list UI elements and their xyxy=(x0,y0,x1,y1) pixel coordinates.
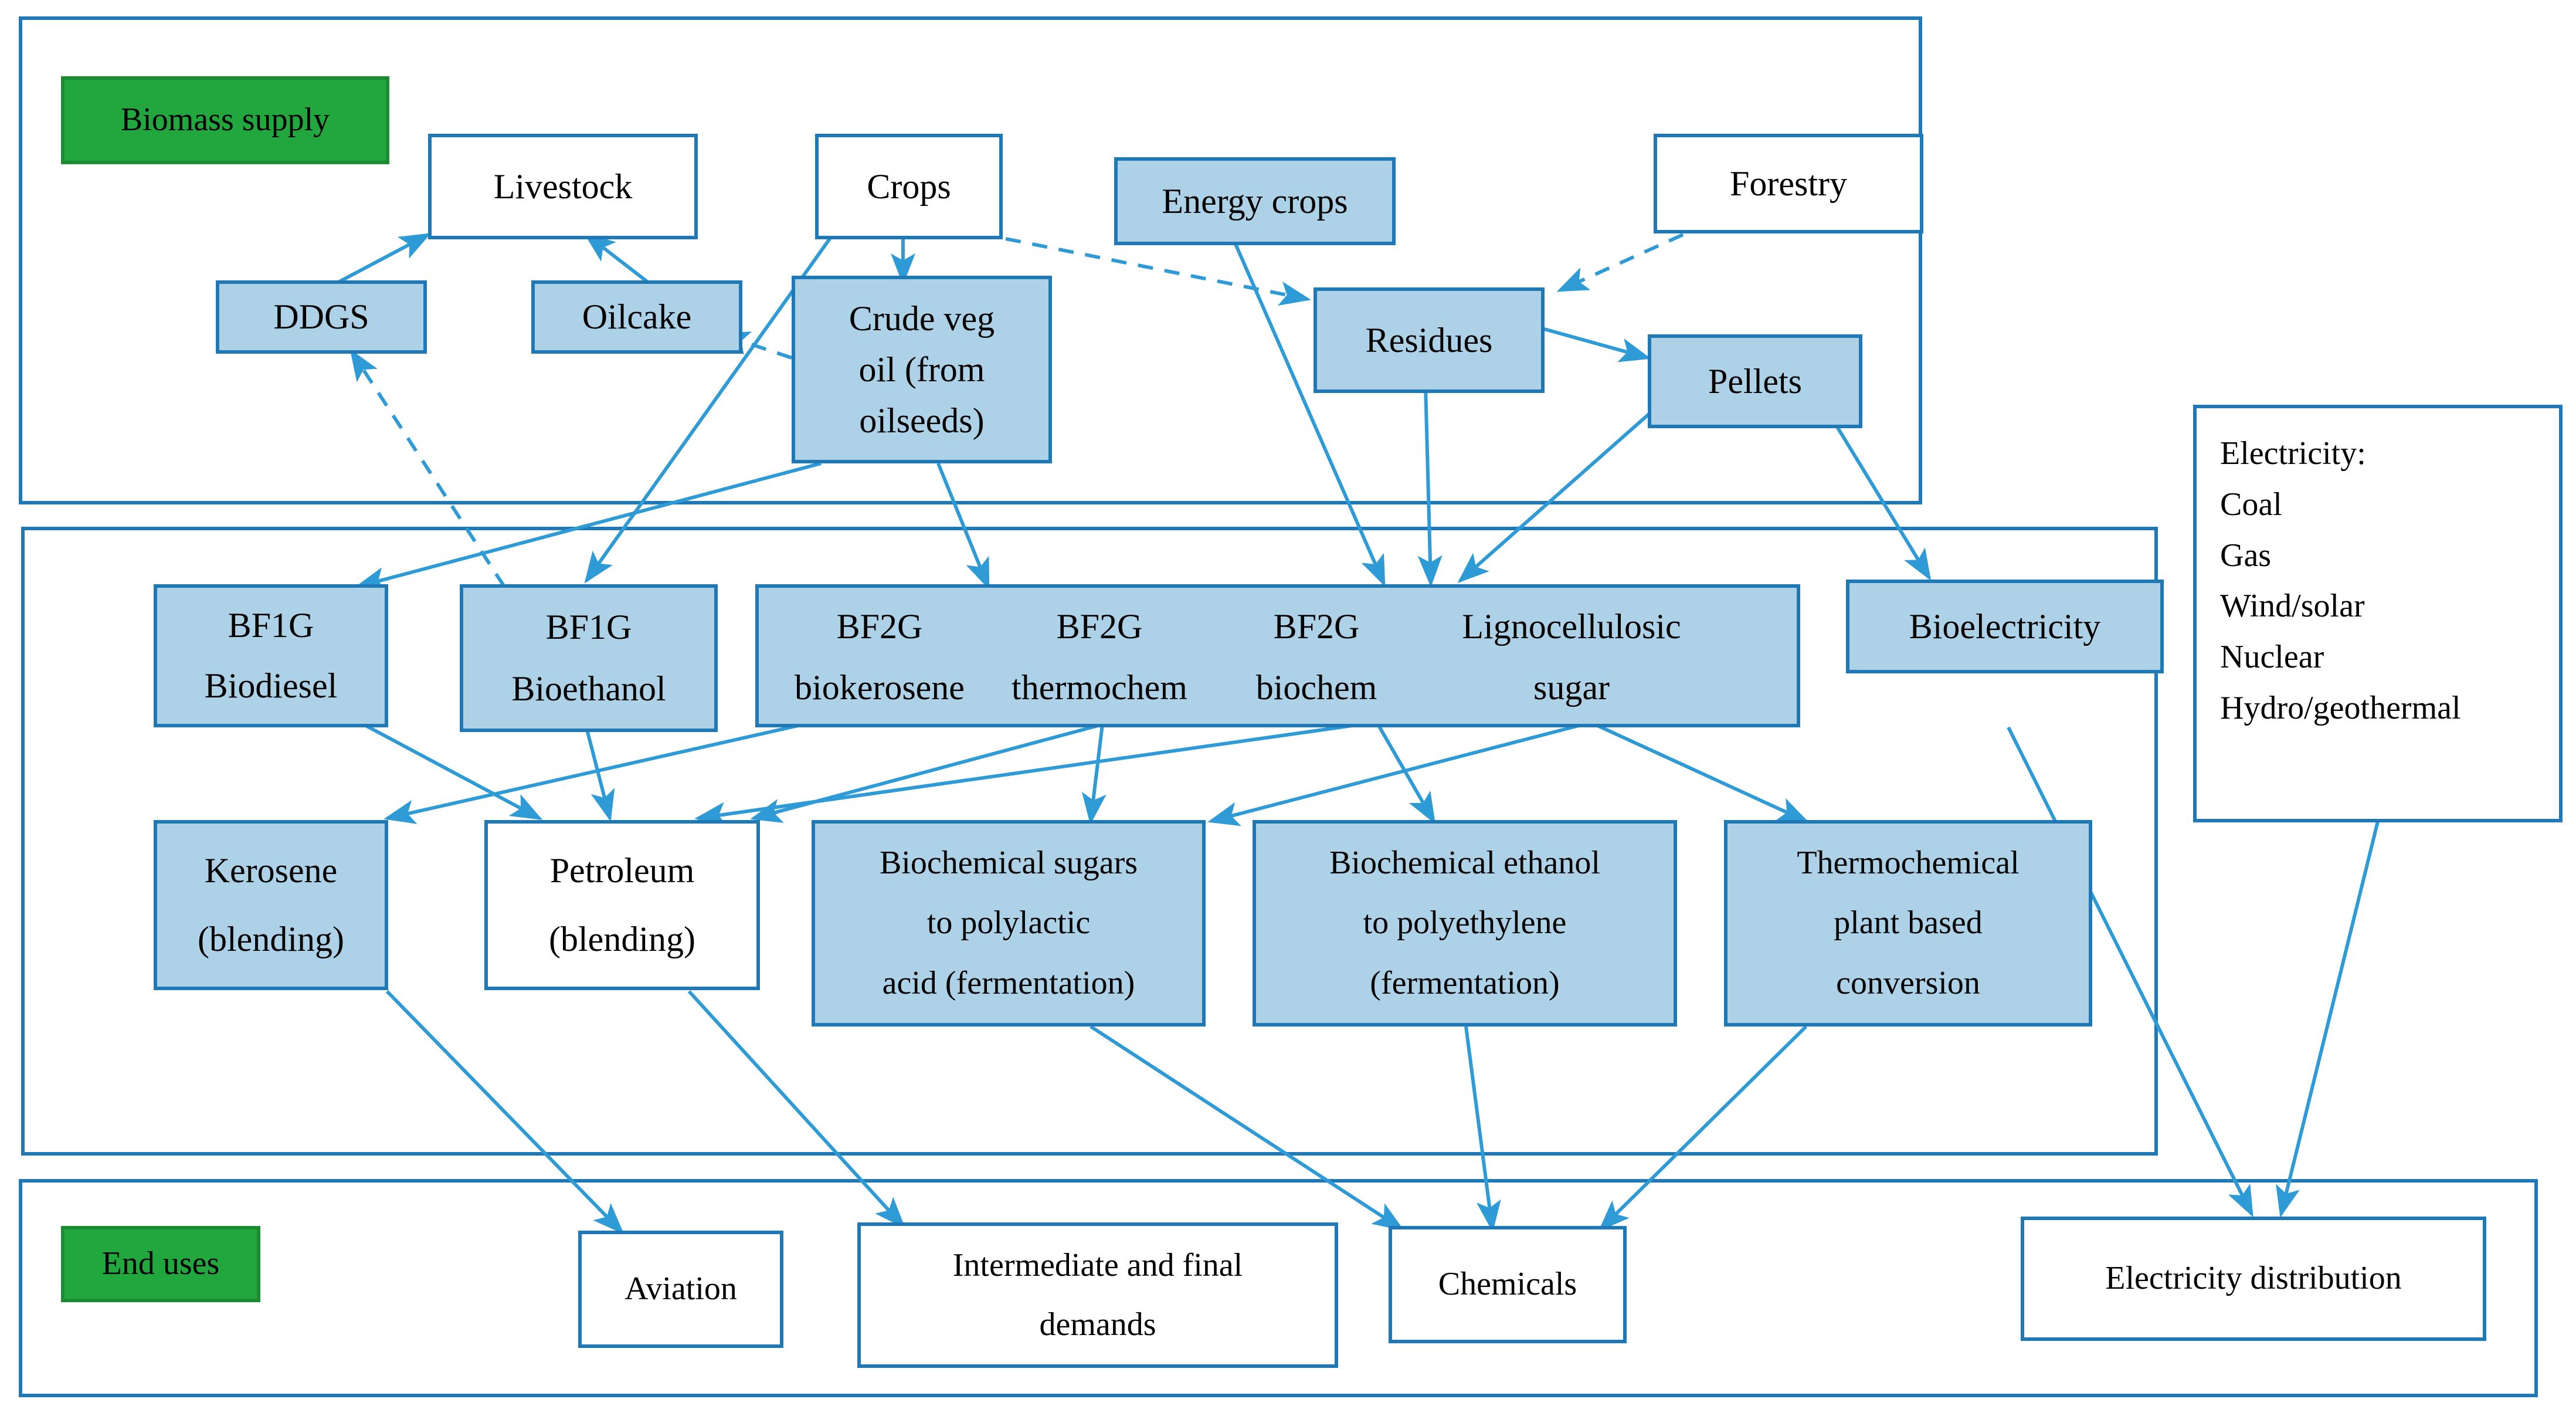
node-forestry[interactable]: Forestry xyxy=(1654,134,1923,233)
node-petroleum-blending-line1: Petroleum xyxy=(549,851,695,890)
electricity-sources-gas: Gas xyxy=(2220,537,2272,574)
node-thermochemical-conversion-line3: conversion xyxy=(1836,964,1980,1001)
node-bioelectricity-label: Bioelectricity xyxy=(1909,607,2101,646)
node-energy-crops[interactable]: Energy crops xyxy=(1114,157,1396,245)
node-electricity-distribution-label: Electricity distribution xyxy=(2105,1260,2402,1297)
node-biochemical-ethanol-pe-line2: to polyethylene xyxy=(1363,905,1567,941)
node-biochemical-sugars-pla-line2: to polylactic xyxy=(926,905,1091,941)
node-crude-veg-oil-line1: Crude veg xyxy=(849,299,995,338)
node-residues[interactable]: Residues xyxy=(1314,287,1545,393)
biomass-supply-legend: Biomass supply xyxy=(61,76,389,164)
node-bf1g-bioethanol[interactable]: BF1G Bioethanol xyxy=(460,584,718,732)
node-bf2g-biochem-line2: biochem xyxy=(1255,668,1377,707)
node-biochemical-ethanol-pe-line1: Biochemical ethanol xyxy=(1329,845,1600,882)
node-bf2g-thermochem[interactable]: BF2G thermochem xyxy=(997,592,1202,721)
node-intermediate-final-demands-line2: demands xyxy=(1039,1306,1156,1343)
node-lignocellulosic-sugar-line2: sugar xyxy=(1533,668,1610,707)
node-crude-veg-oil-line3: oilseeds) xyxy=(859,401,985,440)
node-intermediate-final-demands-line1: Intermediate and final xyxy=(952,1246,1243,1283)
node-bf2g-thermochem-line1: BF2G xyxy=(1056,607,1143,646)
node-biochemical-sugars-pla-line3: acid (fermentation) xyxy=(882,964,1135,1001)
node-biochemical-sugars-pla-line1: Biochemical sugars xyxy=(879,845,1138,882)
node-lignocellulosic-sugar-line1: Lignocellulosic xyxy=(1462,607,1681,646)
electricity-sources-wind-solar: Wind/solar xyxy=(2220,588,2365,625)
node-aviation-label: Aviation xyxy=(625,1271,737,1307)
node-bf2g-biokerosene-line1: BF2G xyxy=(836,607,923,646)
electricity-sources-nuclear: Nuclear xyxy=(2220,639,2324,676)
node-oilcake[interactable]: Oilcake xyxy=(531,280,742,354)
node-bf1g-biodiesel-line1: BF1G xyxy=(228,606,314,645)
node-bf2g-biokerosene[interactable]: BF2G biokerosene xyxy=(780,592,979,721)
biomass-supply-legend-text: Biomass supply xyxy=(120,101,330,138)
node-thermochemical-conversion-line1: Thermochemical xyxy=(1797,845,2020,882)
node-electricity-distribution[interactable]: Electricity distribution xyxy=(2021,1217,2486,1341)
node-bf1g-biodiesel[interactable]: BF1G Biodiesel xyxy=(154,584,388,727)
node-livestock-label: Livestock xyxy=(493,167,633,206)
node-bioelectricity[interactable]: Bioelectricity xyxy=(1846,580,2164,673)
node-thermochemical-conversion-line2: plant based xyxy=(1834,905,1983,941)
node-petroleum-blending[interactable]: Petroleum (blending) xyxy=(484,820,760,990)
node-bf1g-biodiesel-line2: Biodiesel xyxy=(204,666,338,705)
node-bf1g-bioethanol-line1: BF1G xyxy=(545,608,632,646)
node-bf2g-biochem[interactable]: BF2G biochem xyxy=(1228,592,1404,721)
node-forestry-label: Forestry xyxy=(1730,164,1847,203)
node-kerosene-blending-line1: Kerosene xyxy=(204,851,338,890)
node-petroleum-blending-line2: (blending) xyxy=(549,920,695,959)
node-bf2g-block[interactable] xyxy=(755,584,1800,727)
electricity-sources-hydro: Hydro/geothermal xyxy=(2220,689,2461,726)
node-ddgs-label: DDGS xyxy=(273,297,369,336)
node-bf2g-biochem-line1: BF2G xyxy=(1273,607,1360,646)
node-crops-label: Crops xyxy=(867,167,951,206)
node-chemicals-label: Chemicals xyxy=(1438,1266,1577,1303)
electricity-sources-coal: Coal xyxy=(2220,486,2282,523)
node-residues-label: Residues xyxy=(1365,320,1493,360)
node-lignocellulosic-sugar[interactable]: Lignocellulosic sugar xyxy=(1431,592,1712,721)
end-uses-legend: End uses xyxy=(61,1226,260,1302)
end-uses-legend-text: End uses xyxy=(101,1245,220,1282)
node-crude-veg-oil[interactable]: Crude veg oil (from oilseeds) xyxy=(792,276,1052,463)
node-ddgs[interactable]: DDGS xyxy=(216,280,427,354)
electricity-sources-title: Electricity: xyxy=(2220,435,2366,472)
node-thermochemical-conversion[interactable]: Thermochemical plant based conversion xyxy=(1724,820,2092,1027)
node-chemicals[interactable]: Chemicals xyxy=(1389,1226,1627,1343)
node-biochemical-sugars-pla[interactable]: Biochemical sugars to polylactic acid (f… xyxy=(812,820,1206,1027)
node-biochemical-ethanol-pe-line3: (fermentation) xyxy=(1370,964,1560,1001)
node-bf2g-thermochem-line2: thermochem xyxy=(1012,668,1187,707)
node-crops[interactable]: Crops xyxy=(815,134,1003,239)
node-livestock[interactable]: Livestock xyxy=(428,134,698,239)
node-crude-veg-oil-line2: oil (from xyxy=(858,350,985,389)
node-electricity-sources[interactable]: Electricity: Coal Gas Wind/solar Nuclear… xyxy=(2193,405,2563,822)
node-oilcake-label: Oilcake xyxy=(582,297,692,336)
node-bf2g-biokerosene-line2: biokerosene xyxy=(795,668,965,707)
node-biochemical-ethanol-pe[interactable]: Biochemical ethanol to polyethylene (fer… xyxy=(1253,820,1677,1027)
node-energy-crops-label: Energy crops xyxy=(1162,181,1348,221)
node-pellets-label: Pellets xyxy=(1708,361,1802,401)
node-kerosene-blending-line2: (blending) xyxy=(198,920,344,959)
node-aviation[interactable]: Aviation xyxy=(578,1231,783,1348)
node-kerosene-blending[interactable]: Kerosene (blending) xyxy=(154,820,388,990)
node-bf1g-bioethanol-line2: Bioethanol xyxy=(511,669,666,708)
node-pellets[interactable]: Pellets xyxy=(1648,334,1862,428)
node-intermediate-final-demands[interactable]: Intermediate and final demands xyxy=(857,1222,1338,1368)
